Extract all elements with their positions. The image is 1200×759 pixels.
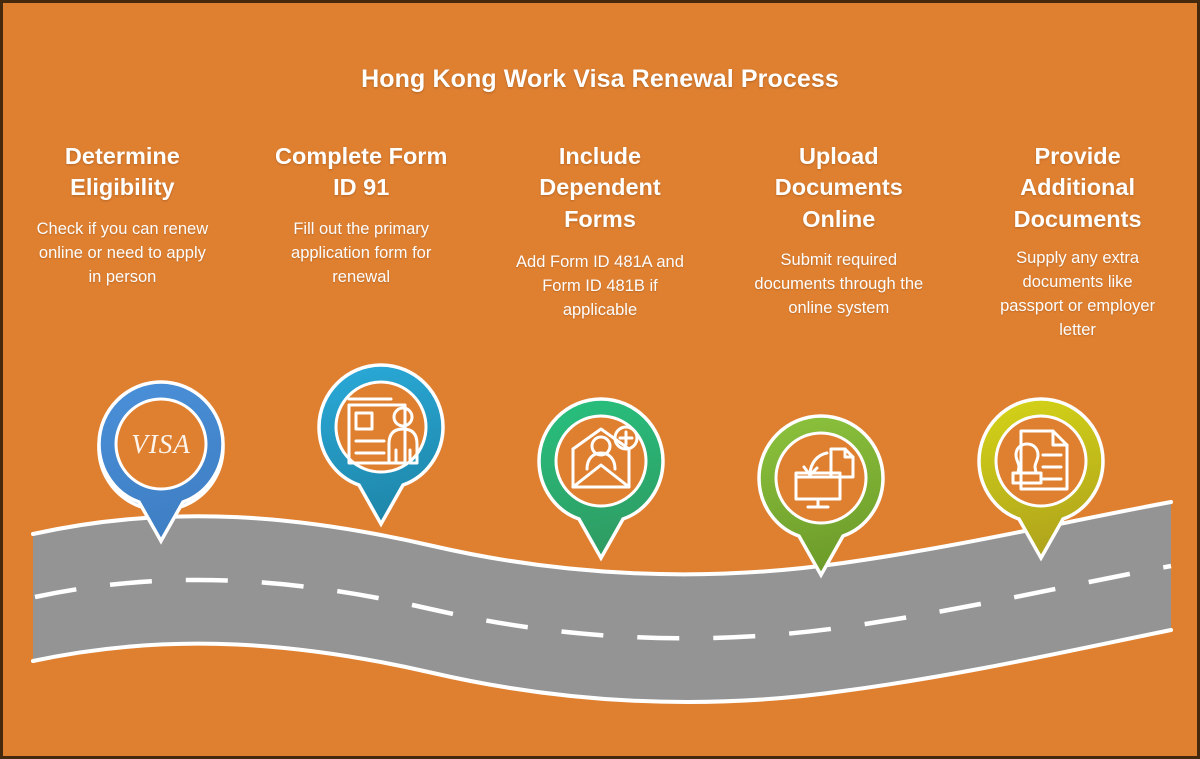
road-edge-bottom	[31, 628, 1173, 704]
road-and-pins-graphic: VISA	[31, 363, 1173, 704]
step-column-2: Complete Form ID 91 Fill out the primary…	[242, 141, 481, 343]
road-surface	[33, 502, 1171, 703]
envelope-add-person-icon	[571, 425, 639, 489]
step-column-5: Provide Additional Documents Supply any …	[958, 141, 1197, 343]
pin-step-2[interactable]	[317, 363, 445, 528]
step-2-heading: Complete Form ID 91	[275, 143, 448, 201]
step-4-heading: Upload Documents Online	[774, 143, 903, 232]
stamped-document-icon	[1011, 429, 1069, 491]
step-column-1: Determine Eligibility Check if you can r…	[3, 141, 242, 343]
page-title: Hong Kong Work Visa Renewal Process	[361, 65, 839, 93]
pin-1-inner-disc	[114, 397, 208, 491]
step-3-heading: Include Dependent Forms	[539, 143, 661, 232]
visa-card-icon: VISA	[131, 429, 190, 459]
application-form-person-icon	[347, 397, 419, 465]
step-2-description: Fill out the primary application form fo…	[291, 219, 432, 286]
pin-step-3[interactable]	[537, 397, 665, 562]
step-3-description: Add Form ID 481A and Form ID 481B if app…	[516, 253, 684, 320]
step-column-3: Include Dependent Forms Add Form ID 481A…	[481, 141, 720, 343]
steps-list: Determine Eligibility Check if you can r…	[3, 141, 1197, 343]
step-1-heading: Determine Eligibility	[64, 143, 180, 201]
road	[31, 500, 1173, 704]
pin-step-4[interactable]	[757, 414, 885, 579]
road-edge-top	[31, 500, 1173, 577]
step-5-heading: Provide Additional Documents	[1013, 143, 1142, 232]
step-1-description: Check if you can renew online or need to…	[36, 219, 209, 286]
pin-step-5[interactable]	[977, 397, 1105, 562]
step-column-4: Upload Documents Online Submit required …	[719, 141, 958, 343]
pin-step-1[interactable]: VISA	[97, 380, 225, 545]
upload-monitor-document-icon	[794, 447, 855, 509]
step-5-description: Supply any extra documents like passport…	[1000, 249, 1156, 340]
step-4-description: Submit required documents through the on…	[754, 251, 924, 318]
